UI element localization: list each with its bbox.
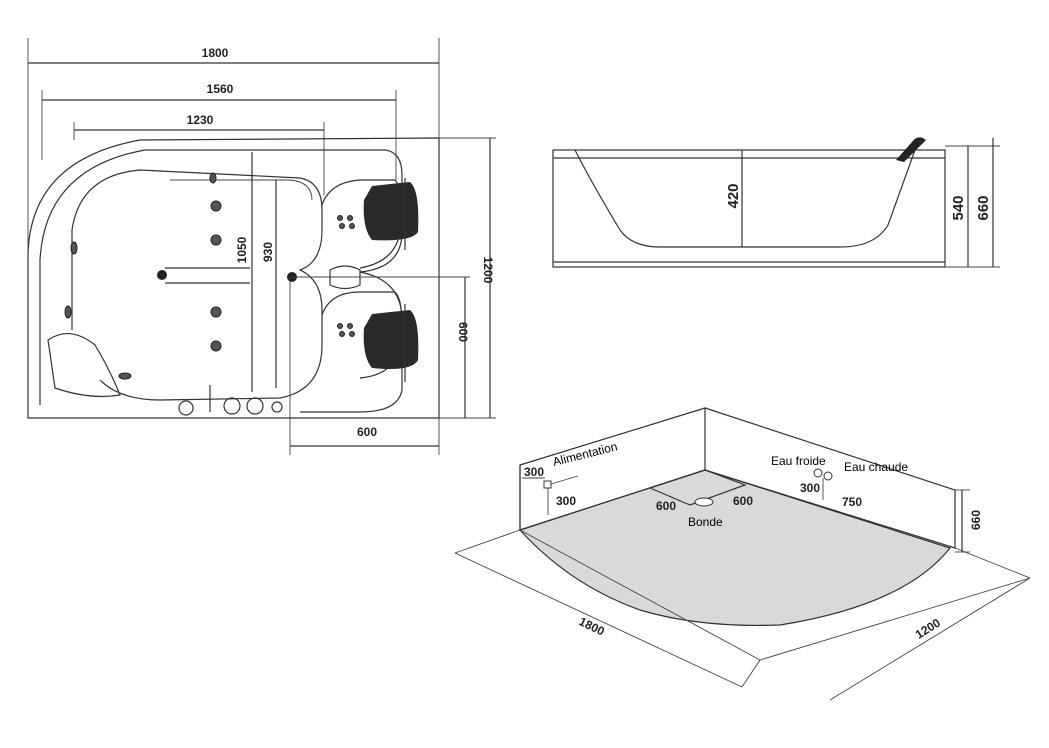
dim-600-drain-right: 600 (733, 494, 753, 508)
dim-1200-top: 1200 (481, 257, 495, 284)
dim-300-tap: 300 (800, 481, 820, 495)
dim-600-vertical: 600 (456, 322, 470, 342)
label-alimentation: Alimentation (551, 439, 618, 469)
dim-420: 420 (725, 183, 742, 208)
dim-300-supply-v: 300 (556, 494, 576, 508)
dim-600-drain-left: 600 (656, 499, 676, 513)
dim-540: 540 (950, 195, 967, 220)
hot-tap-icon (823, 471, 833, 481)
dim-1200-floor: 1200 (913, 615, 943, 641)
dim-1800-floor: 1800 (577, 614, 607, 638)
dim-750-tap: 750 (842, 495, 862, 509)
cold-tap-icon (813, 468, 823, 478)
dim-1560: 1560 (207, 82, 234, 96)
controls (178, 385, 283, 416)
drain-outlet-icon (694, 497, 714, 507)
label-bonde: Bonde (688, 515, 723, 529)
supply-icon (543, 480, 552, 489)
install-view: Alimentation Eau froide Eau chaude Bonde… (454, 407, 1031, 701)
headrest-top (363, 182, 419, 241)
side-view: 420 540 660 (552, 137, 1000, 268)
dim-1230: 1230 (187, 113, 214, 127)
label-eau-chaude: Eau chaude (844, 460, 908, 474)
headrest-bottom (363, 310, 419, 369)
dim-600-horizontal: 600 (357, 425, 377, 439)
dim-1800: 1800 (202, 46, 229, 60)
label-eau-froide: Eau froide (771, 454, 826, 468)
top-view: 1800 1560 1230 (27, 38, 496, 455)
dim-660-side: 660 (975, 195, 992, 220)
dim-1050: 1050 (235, 236, 249, 263)
dim-300-supply-h: 300 (524, 465, 544, 479)
jets (64, 172, 355, 380)
dim-930: 930 (261, 242, 275, 262)
dim-660-wall: 660 (969, 510, 983, 530)
floor-area (518, 469, 952, 627)
faucet-icon (896, 137, 926, 162)
